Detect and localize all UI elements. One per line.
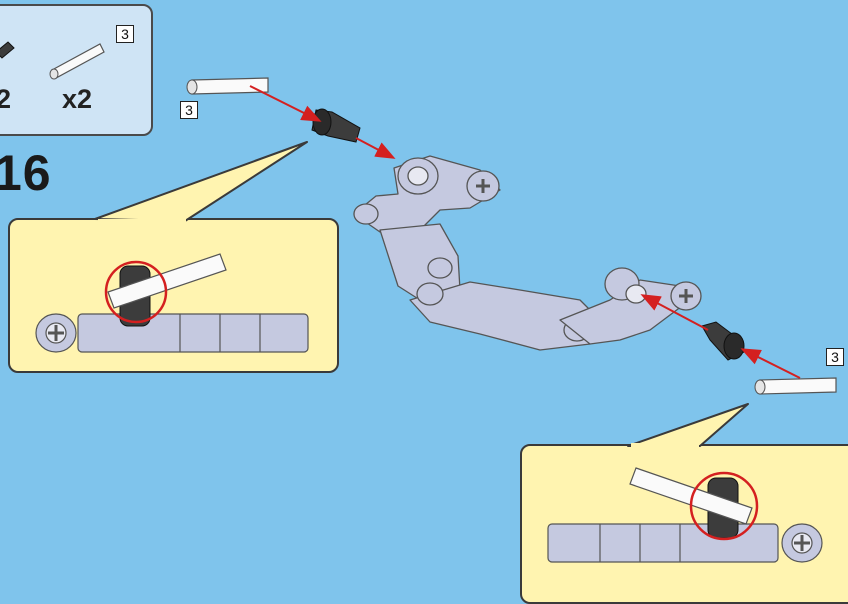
beam-assembly-model bbox=[354, 156, 701, 350]
dark-connector-left bbox=[312, 109, 360, 142]
dark-connector-peg-icon bbox=[0, 42, 14, 58]
white-axle-right bbox=[755, 378, 836, 394]
dark-connector-right bbox=[702, 322, 744, 360]
callout-pointer-right bbox=[628, 404, 748, 446]
white-axle-left bbox=[187, 78, 268, 94]
white-axle-icon bbox=[50, 44, 104, 79]
detail-beam-left bbox=[36, 314, 308, 352]
detail-beam-right bbox=[548, 524, 822, 562]
callout-pointer-left bbox=[95, 142, 307, 221]
